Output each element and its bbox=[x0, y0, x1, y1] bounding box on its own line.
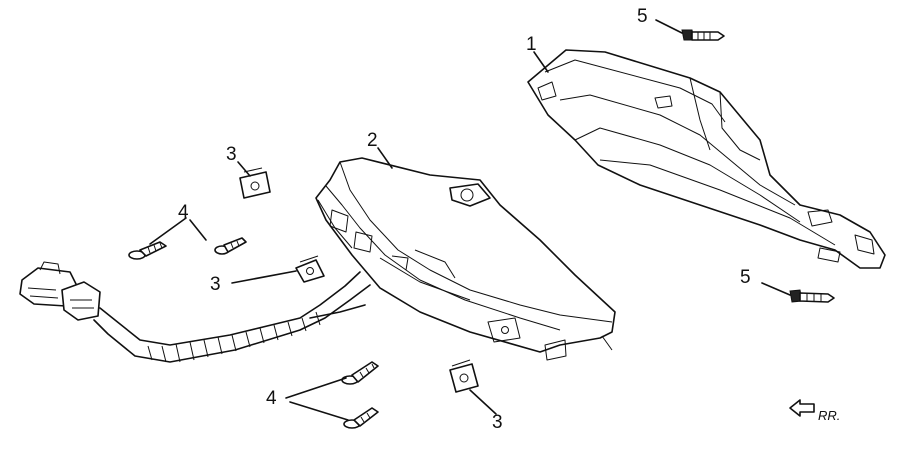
screw-lower-top bbox=[341, 361, 379, 385]
screw-upper-right bbox=[214, 237, 247, 255]
leader-lines bbox=[149, 19, 791, 421]
screw-lower-bottom bbox=[343, 407, 379, 429]
callout-bolt-right: 5 bbox=[740, 267, 751, 288]
harness-connector bbox=[19, 261, 101, 321]
bolt-top bbox=[681, 29, 725, 41]
direction-marker-label: RR. bbox=[818, 408, 840, 423]
callout-screw-upper: 4 bbox=[178, 202, 189, 223]
callout-clip-mid: 3 bbox=[210, 274, 221, 295]
wiring-harness bbox=[93, 271, 371, 363]
clip-mid bbox=[295, 255, 325, 283]
clip-upper bbox=[239, 167, 271, 199]
clip-lower bbox=[449, 359, 479, 393]
part-2-housing bbox=[315, 157, 616, 361]
callout-screw-lower: 4 bbox=[266, 388, 277, 409]
callout-clip-upper: 3 bbox=[226, 144, 237, 165]
callout-clip-lower: 3 bbox=[492, 412, 503, 433]
callout-bolt-top: 5 bbox=[637, 6, 648, 27]
arrow-left-icon bbox=[789, 399, 815, 417]
bolt-right bbox=[789, 289, 835, 303]
callout-part-1: 1 bbox=[526, 34, 537, 55]
screw-upper-left bbox=[128, 241, 167, 260]
part-1-rear-cover bbox=[527, 49, 886, 269]
callout-part-2: 2 bbox=[367, 130, 378, 151]
direction-marker: RR. bbox=[789, 399, 840, 423]
